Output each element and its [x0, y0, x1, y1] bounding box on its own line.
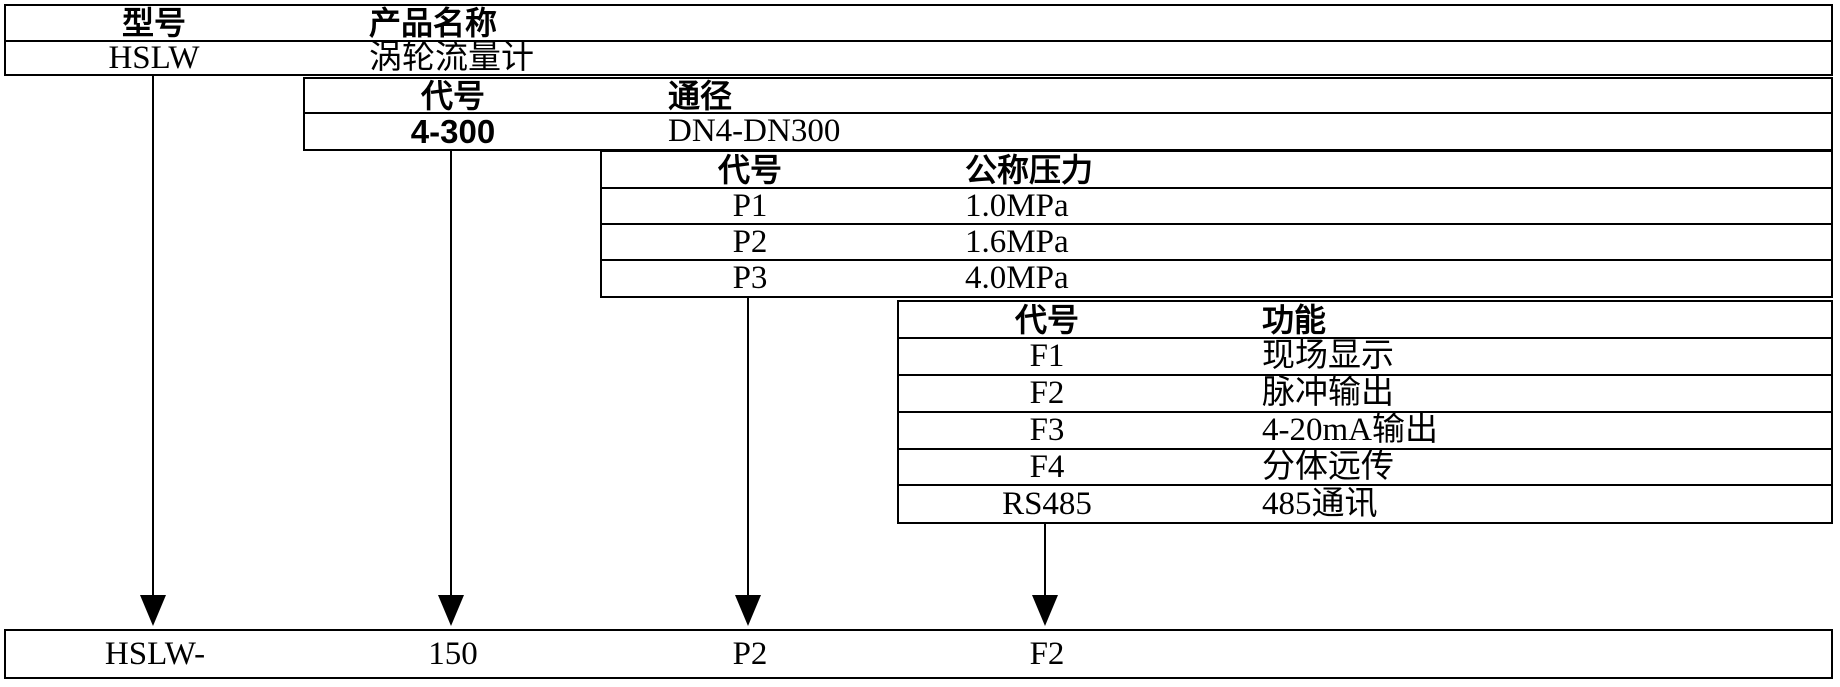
down-arrow-icon	[1032, 595, 1058, 626]
result-pressure-value: P2	[732, 635, 768, 672]
result-diameter-value: 150	[428, 635, 478, 672]
pressure-code-cell: P1	[732, 187, 768, 224]
function-row-f3: F3 4-20mA输出	[899, 413, 1831, 450]
function-code-cell: F1	[1029, 338, 1065, 374]
pressure-code-cell: P2	[732, 223, 768, 260]
diameter-header-cell: 通径	[668, 77, 733, 114]
function-value-cell: 现场显示	[1262, 338, 1394, 374]
model-table: 型号 产品名称 HSLW 涡轮流量计	[4, 4, 1833, 76]
model-arrow-line	[152, 74, 154, 597]
diameter-code-cell: 4-300	[410, 113, 496, 150]
diameter-arrow-line	[450, 151, 452, 597]
function-header-cell: 功能	[1262, 301, 1327, 338]
model-table-data-row: HSLW 涡轮流量计	[6, 39, 1831, 76]
diameter-table: 代号 通径 4-300 DN4-DN300	[303, 77, 1833, 151]
result-function-value: F2	[1029, 635, 1065, 672]
function-value-cell: 4-20mA输出	[1262, 412, 1438, 448]
down-arrow-icon	[140, 595, 166, 626]
pressure-code-header-cell: 代号	[717, 151, 782, 188]
pressure-row-p1: P1 1.0MPa	[602, 189, 1831, 225]
product-name-cell: 涡轮流量计	[369, 39, 534, 76]
function-code-cell: F4	[1029, 448, 1065, 485]
pressure-row-p3: P3 4.0MPa	[602, 261, 1831, 296]
result-model-value: HSLW-	[104, 635, 206, 672]
diameter-code-header-cell: 代号	[420, 77, 485, 114]
pressure-header-cell: 公称压力	[965, 151, 1094, 188]
model-code-cell: HSLW	[108, 39, 200, 76]
down-arrow-icon	[438, 595, 464, 626]
down-arrow-icon	[735, 595, 761, 626]
pressure-arrow-line	[747, 298, 749, 597]
function-row-f1: F1 现场显示	[899, 339, 1831, 376]
function-value-cell: 485通讯	[1262, 485, 1378, 522]
pressure-value-cell: 1.0MPa	[965, 187, 1069, 224]
function-value-cell: 分体远传	[1262, 448, 1394, 485]
function-code-header-cell: 代号	[1014, 301, 1079, 338]
diameter-table-header-row: 代号 通径	[305, 79, 1831, 114]
function-arrow-line	[1044, 523, 1046, 597]
function-table-header-row: 代号 功能	[899, 302, 1831, 339]
pressure-table: 代号 公称压力 P1 1.0MPa P2 1.6MPa P3 4.0MPa	[600, 150, 1833, 298]
pressure-table-header-row: 代号 公称压力	[602, 152, 1831, 189]
product-name-header-cell: 产品名称	[369, 5, 498, 41]
function-value-cell: 脉冲输出	[1262, 375, 1394, 411]
model-header-cell: 型号	[121, 5, 186, 41]
function-row-rs485: RS485 485通讯	[899, 486, 1831, 522]
pressure-code-cell: P3	[732, 260, 768, 296]
function-code-cell: F3	[1029, 412, 1065, 448]
diameter-table-data-row: 4-300 DN4-DN300	[305, 114, 1831, 149]
model-table-header-row: 型号 产品名称	[6, 6, 1831, 42]
function-row-f2: F2 脉冲输出	[899, 376, 1831, 413]
result-code-box: HSLW- 150 P2 F2	[4, 629, 1833, 679]
pressure-value-cell: 4.0MPa	[965, 260, 1069, 296]
diameter-range-cell: DN4-DN300	[668, 113, 841, 149]
function-code-cell: RS485	[1002, 485, 1092, 522]
function-row-f4: F4 分体远传	[899, 450, 1831, 486]
pressure-value-cell: 1.6MPa	[965, 223, 1069, 260]
function-table: 代号 功能 F1 现场显示 F2 脉冲输出 F3 4-20mA输出 F4 分体远…	[897, 300, 1833, 524]
pressure-row-p2: P2 1.6MPa	[602, 225, 1831, 261]
function-code-cell: F2	[1029, 375, 1065, 411]
